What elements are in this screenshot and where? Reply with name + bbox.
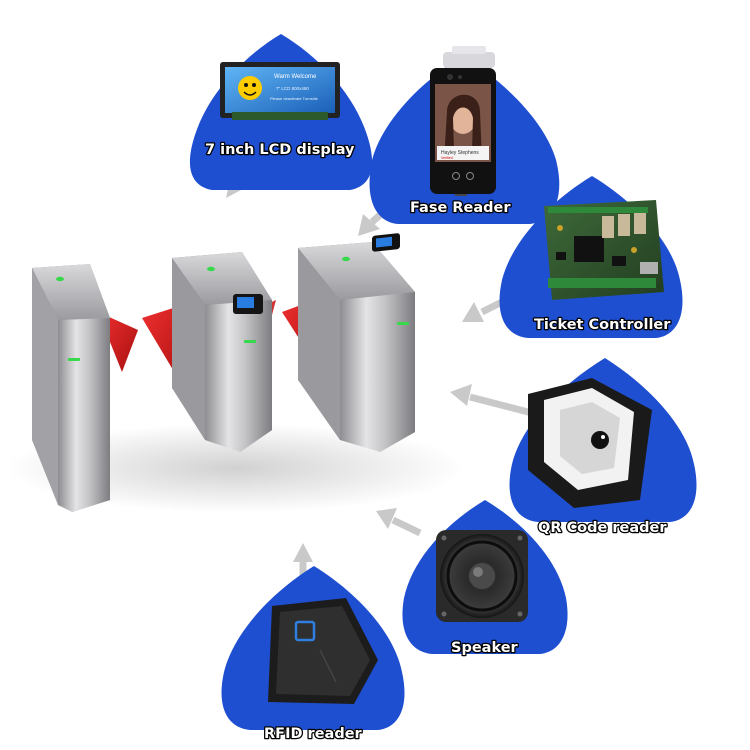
face-screen-status: Verified [441, 156, 453, 160]
lcd-screen-title: Warm Welcome [274, 74, 317, 80]
lcd-screen-sub: 7" LCD 800x480 [276, 86, 309, 91]
badge-face-reader: Hayley Stephens Verified [369, 46, 560, 224]
label-ticket-controller: Ticket Controller [534, 317, 671, 333]
label-lcd-display: 7 inch LCD display [205, 142, 355, 158]
rfid-card-reader-icon [268, 598, 378, 704]
badge-rfid-reader [221, 566, 405, 730]
badge-qr-reader [509, 358, 697, 522]
flap-barrier-turnstile [5, 233, 465, 513]
label-face-reader: Fase Reader [410, 200, 511, 216]
gate-cabinet-left [32, 264, 110, 512]
gate-cabinet-middle [172, 252, 272, 452]
gate-cabinet-right [298, 233, 415, 452]
badge-lcd-display: Warm Welcome 7" LCD 800x480 Please deact… [189, 34, 373, 190]
badge-speaker [402, 500, 568, 654]
face-reader-icon: Hayley Stephens Verified [430, 46, 496, 196]
arrow-qr [450, 384, 533, 417]
qr-scanner-icon [528, 378, 652, 508]
speaker-icon [436, 530, 528, 622]
lcd-screen-line: Please deactivate Turnstile [270, 96, 319, 101]
badge-ticket-controller [499, 176, 683, 338]
lcd-display-icon: Warm Welcome 7" LCD 800x480 Please deact… [220, 62, 340, 120]
label-rfid-reader: RFID reader [264, 726, 363, 742]
arrow-speaker [376, 508, 422, 537]
label-qr-reader: QR Code reader [538, 520, 667, 536]
face-screen-name: Hayley Stephens [441, 150, 479, 156]
component-labels: 7 inch LCD display Fase Reader Ticket Co… [204, 141, 673, 744]
label-speaker: Speaker [451, 640, 519, 656]
circuit-board-icon [544, 200, 664, 300]
